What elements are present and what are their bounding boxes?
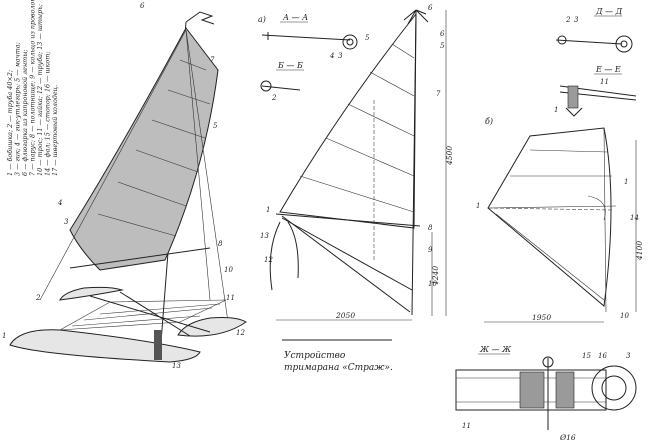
legend-line-5: 10 — трос; 11 — гайка; 12 — труба; 13 — … xyxy=(36,4,44,176)
boom xyxy=(69,247,211,269)
caption-line-2: тримарана «Страж». xyxy=(284,363,393,373)
float-hull-right xyxy=(177,317,247,337)
dd-num-3: 3 xyxy=(574,16,579,24)
sail-a-battens xyxy=(299,43,415,213)
label-part-11: 11 xyxy=(226,294,235,302)
label-part-1: 1 xyxy=(2,332,6,340)
view-b-label: б) xyxy=(485,117,493,126)
section-aa-label: А — А xyxy=(282,13,308,22)
sail-battens xyxy=(97,59,211,237)
shroud xyxy=(185,29,229,323)
ee-num-1: 1 xyxy=(554,106,558,114)
legend-line-7: 17 — швертовый колодец. xyxy=(51,85,59,176)
dim-small: Ø16 xyxy=(559,433,576,442)
section-dd-label: Д — Д xyxy=(595,7,623,16)
a-num-5: 5 xyxy=(440,42,445,50)
main-hull xyxy=(9,329,201,363)
label-part-4: 4 xyxy=(57,199,62,207)
forestay xyxy=(39,29,187,301)
float-hull-left xyxy=(59,286,124,301)
b-num-11: 1 xyxy=(624,178,628,186)
zh-num-15: 15 xyxy=(582,352,591,360)
legend-line-1: 1 — бобишка; 2 — труба 40×2; xyxy=(6,70,14,176)
bb-num-2: 2 xyxy=(271,94,277,102)
label-part-6: 6 xyxy=(140,2,145,10)
zh-num-16: 16 xyxy=(598,352,607,360)
ee-num-11: 11 xyxy=(600,78,609,86)
trimaran-perspective-view: 6 7 5 4 3 8 10 2 11 1 12 13 xyxy=(2,2,247,370)
a-num-10: 10 xyxy=(428,280,437,288)
legend-line-6: 14 — фал; 15 — стопор; 16 — шкот; xyxy=(44,52,52,176)
zh-num-3: 3 xyxy=(626,352,631,360)
legend-line-4: 7 — парус; 8 — полотнище; 9 — кольцо из … xyxy=(29,0,37,176)
aa-num-3: 3 xyxy=(338,52,343,60)
a-num-1: 1 xyxy=(266,206,270,214)
b-num-14: 14 xyxy=(630,214,639,222)
masthead-pennant xyxy=(185,11,215,25)
legend-line-2: 3 — гик; 4 — гик-утлегарь; 5 — мачта; xyxy=(14,42,22,176)
label-part-12: 12 xyxy=(236,329,245,337)
a-num-6: 6 xyxy=(428,4,433,12)
label-part-8: 8 xyxy=(218,240,223,248)
caption: Устройство тримарана «Страж». xyxy=(282,339,393,373)
sail-b xyxy=(487,127,612,307)
section-zhzh-label: Ж — Ж xyxy=(479,345,512,354)
dim-mast-height: 4500 xyxy=(445,146,454,166)
daggerboard xyxy=(154,330,162,360)
a-num-13: 13 xyxy=(260,232,269,240)
sail-a xyxy=(279,12,417,229)
label-part-5: 5 xyxy=(213,122,218,130)
b-num-10: 10 xyxy=(620,312,629,320)
view-a-label: а) xyxy=(258,15,266,24)
dim-lower-height: 1240 xyxy=(431,266,440,285)
rig-view-a: а) А — А 4 3 5 Б — Б 2 xyxy=(258,4,454,321)
section-bb-detail: Б — Б 2 xyxy=(260,61,304,102)
a-num-6b: 6 xyxy=(440,30,445,38)
a-num-7: 7 xyxy=(436,90,441,98)
crossbeams xyxy=(59,291,227,337)
a-num-8: 8 xyxy=(428,224,433,232)
aa-num-4: 4 xyxy=(329,52,334,60)
section-bb-label: Б — Б xyxy=(277,61,303,70)
label-part-10: 10 xyxy=(224,266,233,274)
label-part-3: 3 xyxy=(64,218,69,226)
label-part-7: 7 xyxy=(210,56,215,64)
boom-a xyxy=(275,213,421,227)
dim-height-b: 4100 xyxy=(635,241,644,261)
a-num-12: 12 xyxy=(264,256,273,264)
sail-perspective xyxy=(69,27,219,271)
rig-view-b: б) 1950 4100 1 1 14 10 xyxy=(476,117,644,323)
aa-num-5: 5 xyxy=(365,34,370,42)
section-aa-detail: 4 3 5 xyxy=(261,32,370,60)
section-zhzh-detail: Ж — Ж 15 16 3 11 Ø16 xyxy=(455,345,637,442)
dim-base-b: 1950 xyxy=(532,313,551,322)
caption-line-1: Устройство xyxy=(284,351,346,361)
dd-num-2: 2 xyxy=(565,16,571,24)
a-num-9: 9 xyxy=(428,246,433,254)
label-part-13: 13 xyxy=(172,362,181,370)
section-dd-ee-details: Д — Д 2 3 Е — Е 1 11 xyxy=(554,7,637,117)
legend-line-3: 6 — флюгарка из капроновой ленты; xyxy=(21,49,29,176)
zh-num-11: 11 xyxy=(462,422,471,430)
section-ee-label: Е — Е xyxy=(595,65,621,74)
legend-block: 1 — бобишка; 2 — труба 40×2; 3 — гик; 4 … xyxy=(6,0,59,176)
dimensions-a: 4500 1240 2050 xyxy=(276,10,454,321)
label-part-2: 2 xyxy=(35,294,41,302)
dim-base-a: 2050 xyxy=(335,311,355,320)
b-num-1: 1 xyxy=(476,202,480,210)
